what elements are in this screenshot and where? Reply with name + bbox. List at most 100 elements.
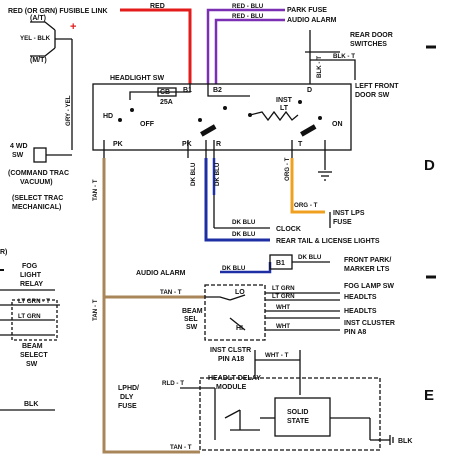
mt-label: (M/T) [30,57,47,64]
audio-alarm-mid: AUDIO ALARM [136,270,186,277]
tan-t-vertical-2: TAN - T [92,299,99,321]
lphd-3: FUSE [118,403,137,410]
org-t-label: ORG - T [294,202,318,209]
front-park-1: FRONT PARK/ [344,257,391,264]
headlts-label-1: HEADLTS [344,294,377,301]
red-label: RED [150,3,165,10]
beam-sel-2: SEL [184,316,198,323]
headlight-sw-title: HEADLIGHT SW [110,75,164,82]
blk-t-label-1: BLK - T [316,56,323,78]
b1-pin: B1 [183,87,192,94]
solid-state-2: STATE [287,418,309,425]
inst-clstr-1: INST CLSTR [210,347,251,354]
red-plus-mark: + [70,21,76,33]
left-front-label-1: LEFT FRONT [355,83,399,90]
lt-grn-label: LT GRN [18,313,41,320]
solid-state-1: SOLID [287,409,308,416]
switch-contacts [118,100,322,137]
off-label: OFF [140,121,155,128]
black-wires [0,21,394,451]
inst-cluster-1: INST CLUSTER [344,320,395,327]
cb-label: CB [160,89,170,96]
cb-amps: 25A [160,99,173,106]
hi-label: HI [236,325,243,332]
headlts-label-2: HEADLTS [344,308,377,315]
command-trac-2: VACUUM) [20,179,53,186]
lt-grn-t-label: LT GRN - T [18,298,50,305]
fusible-link-label: RED (OR GRN) FUSIBLE LINK [8,8,108,15]
pk-pin-2: PK [182,141,192,148]
beam-sel-1: BEAM [182,308,203,315]
pk-pin-1: PK [113,141,123,148]
rld-t-label: RLD - T [162,380,184,387]
dk-blu-clock: DK BLU [232,219,256,226]
b2-pin: B2 [213,87,222,94]
beam-select-2: SELECT [20,352,48,359]
inst-clstr-2: PIN A18 [218,356,244,363]
tan-t-horizontal: TAN - T [160,289,182,296]
on-label: ON [332,121,343,128]
inst-lps-1: INST LPS [333,210,365,217]
lt-grn-b: LT GRN [272,293,295,300]
tan-wire [102,158,205,454]
park-fuse-label: PARK FUSE [287,7,327,14]
fog-lamp-sw-label: FOG LAMP SW [344,283,394,290]
inst-label: INST [276,97,293,104]
dk-blu-vertical-2: DK BLU [214,162,221,186]
t-pin: T [298,141,303,148]
lt-grn-a: LT GRN [272,285,295,292]
fog-relay-3: RELAY [20,281,43,288]
dk-blu-alarm: DK BLU [222,265,246,272]
d-pin: D [307,87,312,94]
4wd-label-2: SW [12,152,24,159]
delay-module-2: MODULE [216,384,247,391]
beam-select-3: SW [26,361,38,368]
red-blu-label-2: RED - BLU [232,13,264,20]
beam-sel-3: SW [186,324,198,331]
blk-left-label: BLK [24,401,38,408]
wht-a: WHT [276,304,290,311]
blk-t-label-2: BLK - T [333,53,355,60]
command-trac-1: (COMMAND TRAC [8,170,69,177]
dk-blu-rear: DK BLU [232,231,256,238]
select-trac-1: (SELECT TRAC [12,195,63,202]
yel-blk-label: YEL - BLK [20,35,51,42]
left-front-label-2: DOOR SW [355,92,390,99]
rear-door-label-2: SWITCHES [350,41,387,48]
b1-box-label: B1 [276,260,285,267]
blk-bottom-label: BLK [398,438,412,445]
select-trac-2: MECHANICAL) [12,204,61,211]
red-blu-label-1: RED - BLU [232,3,264,10]
margin-letter-e: E [424,387,434,404]
clock-label: CLOCK [276,226,301,233]
gry-yel-label: GRY - YEL [65,95,72,126]
beam-select-1: BEAM [22,343,43,350]
dk-blu-vertical-1: DK BLU [190,162,197,186]
fog-relay-1: FOG [22,263,38,270]
hd-label: HD [103,113,113,120]
lt-label: LT [280,105,289,112]
margin-letter-d: D [424,157,435,174]
front-park-2: MARKER LTS [344,266,390,273]
lo-label: LO [235,289,245,296]
delay-module-1: HEADLT DELAY [208,375,261,382]
at-label: (A/T) [30,15,46,22]
inst-cluster-2: PIN A8 [344,329,366,336]
tan-t-bottom: TAN - T [170,444,192,451]
dk-blu-park: DK BLU [298,254,322,261]
lphd-1: LPHD/ [118,385,139,392]
audio-alarm-top-label: AUDIO ALARM [287,17,337,24]
r-fragment: R) [0,249,7,256]
wht-b: WHT [276,323,290,330]
lphd-2: DLY [120,394,134,401]
fog-relay-2: LIGHT [20,272,42,279]
tan-t-vertical-1: TAN - T [92,179,99,201]
wht-t-label: WHT - T [265,352,289,359]
4wd-label-1: 4 WD [10,143,28,150]
rear-tail-label: REAR TAIL & LICENSE LIGHTS [276,238,380,245]
rear-door-label-1: REAR DOOR [350,32,393,39]
red-wire [120,8,192,84]
org-t-wire [290,158,325,214]
